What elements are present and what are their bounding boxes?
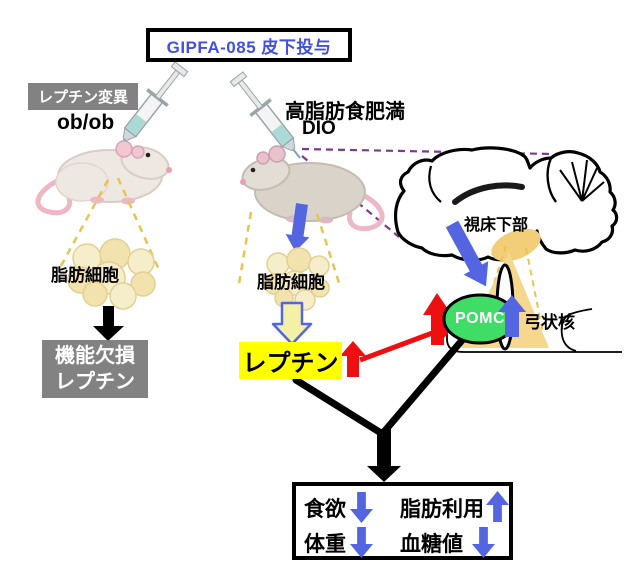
dysfunctional-leptin-box: 機能欠損 レプチン [42, 340, 148, 398]
title-box: GIPFA-085 皮下投与 [146, 28, 352, 62]
obob-mouse-illustration [35, 140, 172, 216]
leptin-increase-arrow [340, 341, 366, 377]
loss-of-function-arrow [93, 306, 124, 341]
outcome-arrow [367, 429, 401, 482]
leptin-mutation-label: レプチン変異 [28, 83, 138, 110]
gip-effect-arrow [285, 203, 310, 252]
fat-utilization-arrow [486, 491, 509, 522]
zoom-dashes-arcuate [485, 245, 544, 334]
blood-glucose-label: 血糖値 [400, 533, 463, 556]
body-weight-arrow [350, 527, 373, 558]
pomc-label: POMC [455, 310, 505, 327]
appetite-label: 食欲 [304, 498, 346, 521]
obob-strain-label: ob/ob [57, 111, 115, 134]
appetite-arrow [350, 492, 373, 523]
fat-to-leptin-arrow [271, 301, 313, 346]
dysfunctional-leptin-line1: 機能欠損 [55, 345, 135, 367]
dysfunctional-leptin-line2: レプチン [55, 371, 135, 393]
converge-lines [292, 334, 468, 437]
fat-utilization-label: 脂肪利用 [400, 498, 484, 521]
blood-glucose-arrow [472, 527, 495, 558]
fat-cell-label-left: 脂肪細胞 [51, 266, 119, 285]
body-weight-label: 体重 [304, 533, 346, 556]
brain-signal-arrow [445, 220, 489, 287]
hypothalamus-region [491, 228, 541, 262]
leptin-box: レプチン [239, 342, 342, 379]
high-fat-diet-label: 高脂肪食肥満 [285, 101, 405, 123]
fat-cells-left-illustration [67, 238, 156, 310]
fat-cell-label-mid: 脂肪細胞 [257, 273, 325, 292]
dio-mouse-illustration [240, 145, 385, 232]
zoom-dashes-left-fat [54, 177, 162, 276]
arcuate-nucleus-label: 弓状核 [524, 313, 575, 332]
outcome-box: 食欲 脂肪利用 体重 血糖値 [292, 482, 513, 560]
dio-strain-label: DIO [302, 118, 336, 139]
pomc-activity-arrow [498, 295, 526, 337]
pomc-increase-arrow [423, 293, 452, 345]
hypothalamus-label: 視床下部 [464, 217, 529, 234]
